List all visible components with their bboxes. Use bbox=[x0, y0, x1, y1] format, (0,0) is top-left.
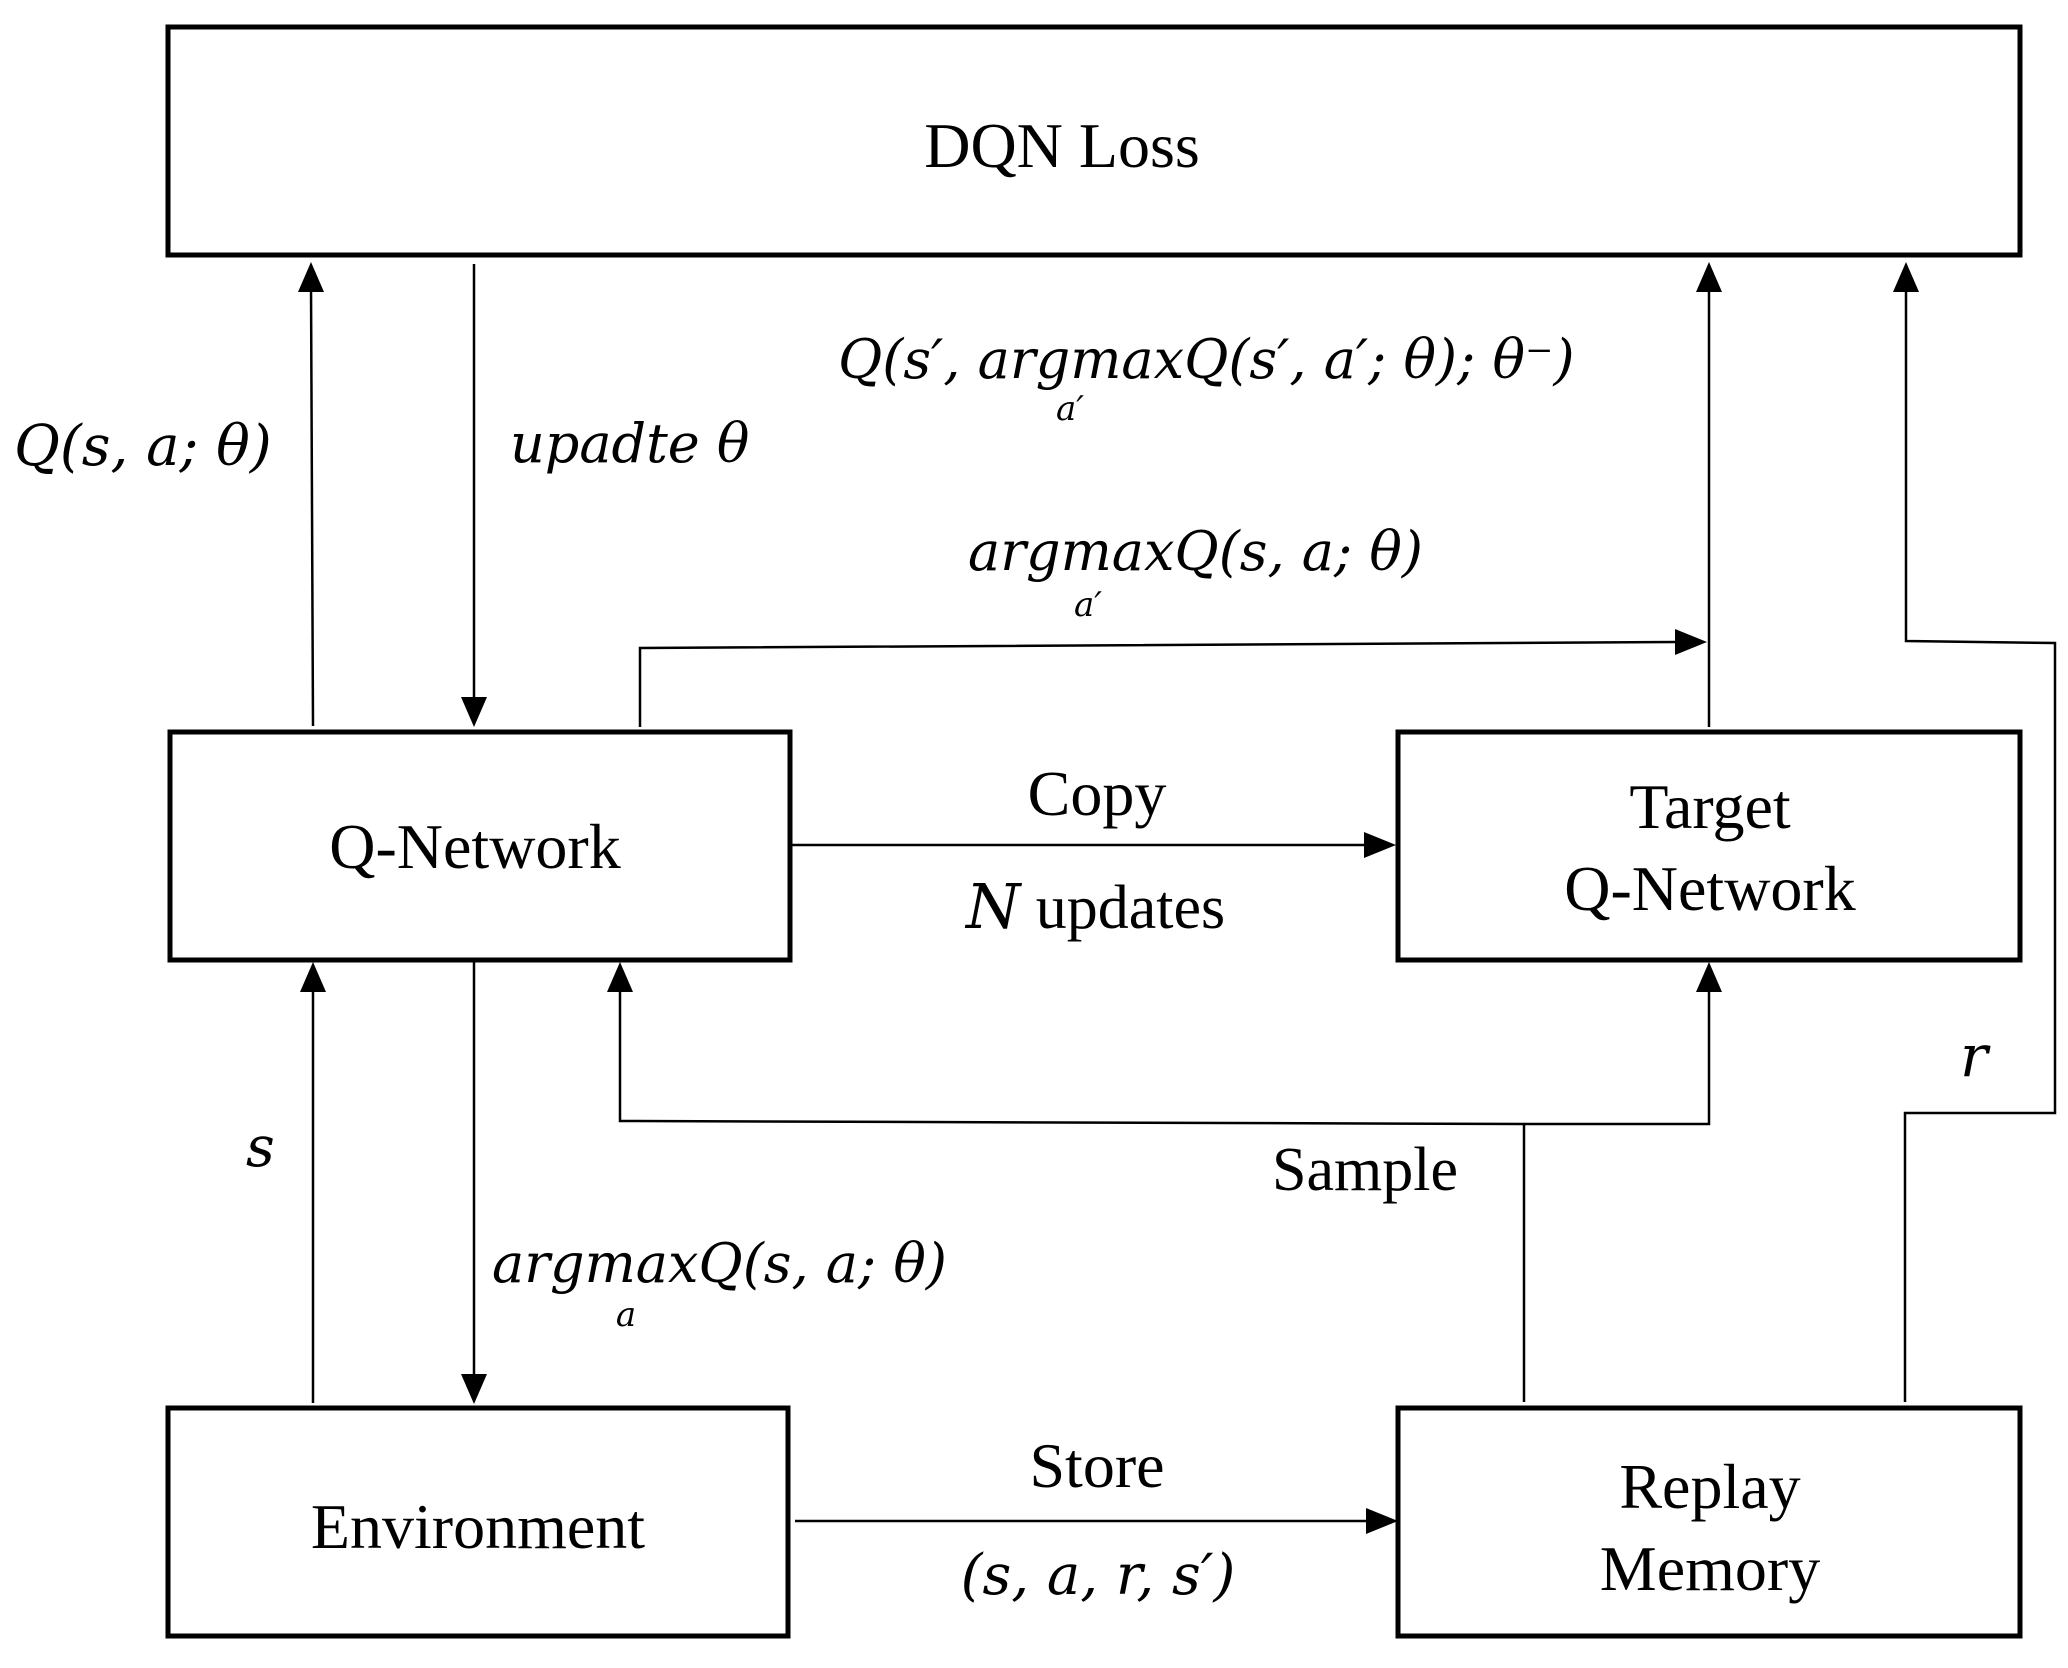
action-arrow bbox=[461, 962, 487, 1404]
copy-label: Copy bbox=[1028, 758, 1167, 829]
target-label-line1: Target bbox=[1629, 771, 1791, 842]
transition-label: (s, a, r, s′) bbox=[961, 1543, 1236, 1608]
environment-box: Environment bbox=[165, 1405, 791, 1639]
n-updates-text: updates bbox=[1020, 874, 1225, 942]
q-network-box: Q-Network bbox=[167, 729, 793, 963]
reward-label: r bbox=[1960, 1022, 1991, 1090]
dqn-loss-label: DQN Loss bbox=[924, 110, 1200, 181]
argmax-action-label: argmaxQ(s, a; θ) bbox=[492, 1232, 947, 1295]
state-arrow bbox=[300, 962, 326, 1403]
target-label-line2: Q-Network bbox=[1564, 853, 1855, 924]
environment-label: Environment bbox=[311, 1491, 645, 1562]
replay-label-line1: Replay bbox=[1619, 1451, 1800, 1522]
update-label: upadte θ bbox=[510, 412, 749, 475]
state-label: s bbox=[246, 1115, 275, 1180]
reward-arrow bbox=[1893, 262, 2057, 1402]
target-q-subscript: a′ bbox=[1056, 389, 1084, 429]
target-q-label: Q(s′, argmaxQ(s′, a′; θ); θ⁻) bbox=[838, 328, 1575, 391]
target-q-network-box: Target Q-Network bbox=[1395, 729, 2023, 963]
target-q-arrow bbox=[1696, 262, 1722, 727]
sample-label: Sample bbox=[1272, 1136, 1458, 1204]
sample-arrow bbox=[607, 962, 1722, 1402]
n-updates-label: N updates bbox=[964, 870, 1225, 943]
q-value-arrow bbox=[298, 262, 324, 727]
update-arrow bbox=[461, 264, 487, 727]
q-network-label: Q-Network bbox=[329, 811, 620, 882]
argmax-next-arrow bbox=[638, 629, 1707, 727]
n-updates-variable: N bbox=[964, 870, 1023, 943]
copy-arrow bbox=[791, 832, 1396, 858]
store-arrow bbox=[795, 1508, 1398, 1534]
replay-memory-box: Replay Memory bbox=[1395, 1405, 2023, 1639]
store-label: Store bbox=[1029, 1430, 1164, 1501]
replay-label-line2: Memory bbox=[1600, 1533, 1820, 1604]
argmax-next-subscript: a′ bbox=[1074, 585, 1102, 625]
q-value-label: Q(s, a; θ) bbox=[14, 414, 272, 479]
argmax-action-subscript: a bbox=[616, 1295, 636, 1335]
dqn-loss-box: DQN Loss bbox=[165, 24, 2023, 258]
argmax-next-label: argmaxQ(s, a; θ) bbox=[968, 520, 1423, 583]
